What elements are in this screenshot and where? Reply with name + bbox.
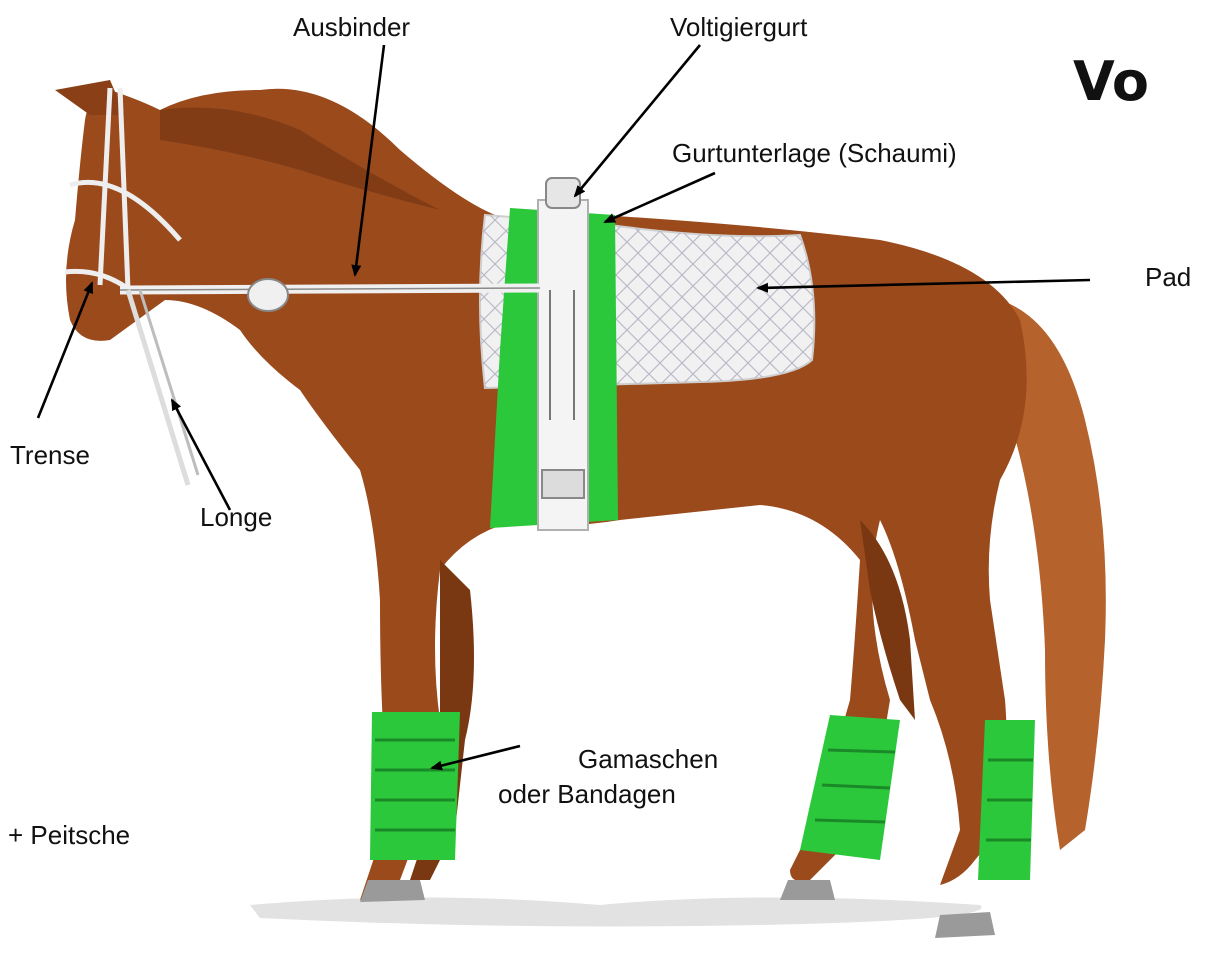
leg-boots <box>370 712 1035 880</box>
label-pad: Pad <box>1145 262 1191 292</box>
label-longe: Longe <box>200 502 272 532</box>
label-voltigiergurt: Voltigiergurt <box>670 12 807 42</box>
label-ausbinder: Ausbinder <box>293 12 410 42</box>
label-gurtunterlage: Gurtunterlage (Schaumi) <box>672 138 957 168</box>
label-trense: Trense <box>10 440 90 470</box>
surcingle-buckle <box>542 470 584 498</box>
title-fragment: Vo <box>1073 50 1149 113</box>
label-peitsche: + Peitsche <box>8 820 130 850</box>
ground-shadow <box>250 898 982 927</box>
label-bandagen: oder Bandagen <box>498 779 676 809</box>
surcingle-handle <box>546 178 580 208</box>
horse-ear <box>55 80 125 115</box>
lunge-line <box>128 290 198 485</box>
label-gamaschen: Gamaschen <box>578 744 718 774</box>
